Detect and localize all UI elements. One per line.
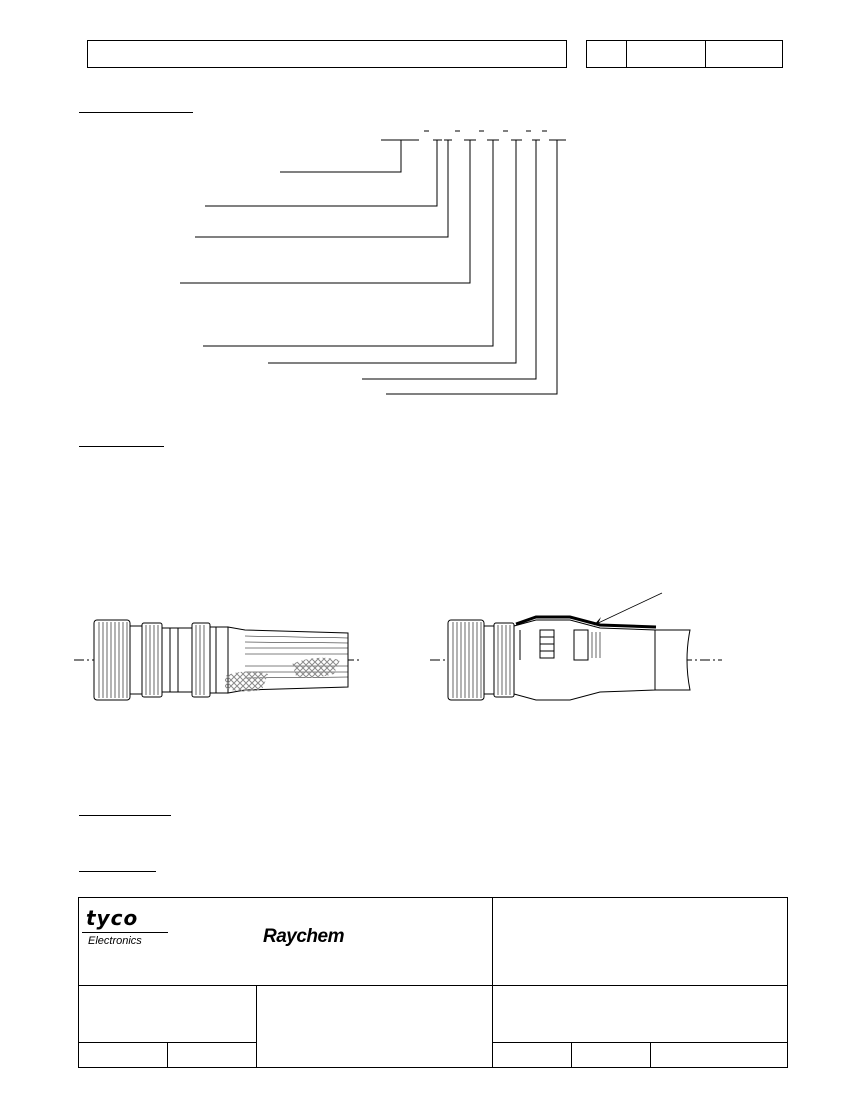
electronics-logo-text: Electronics — [88, 935, 142, 947]
connector-figure — [74, 592, 722, 701]
raychem-logo: Raychem — [263, 926, 345, 947]
footer-part-number-cell — [492, 985, 788, 1043]
left-connector-assembly — [74, 619, 362, 701]
footer-cell-c — [492, 1042, 572, 1068]
footer-title-cell — [492, 897, 788, 986]
header-title-box — [87, 40, 567, 68]
section-heading-notes — [79, 871, 156, 872]
footer-cell-a — [78, 1042, 168, 1068]
footer-drawn-cell — [78, 985, 257, 1043]
footer-cell-e — [650, 1042, 788, 1068]
header-page-box — [705, 40, 783, 68]
right-connector-assembly — [430, 592, 722, 701]
footer-cell-b — [167, 1042, 257, 1068]
footer-description-cell — [256, 985, 493, 1068]
section-heading-materials — [79, 815, 171, 816]
section-heading-part-number — [79, 112, 193, 113]
tyco-logo: tyco — [86, 906, 139, 930]
logo-divider — [82, 932, 168, 933]
section-heading-description — [79, 446, 164, 447]
footer-cell-d — [571, 1042, 651, 1068]
part-number-diagram — [180, 130, 566, 395]
